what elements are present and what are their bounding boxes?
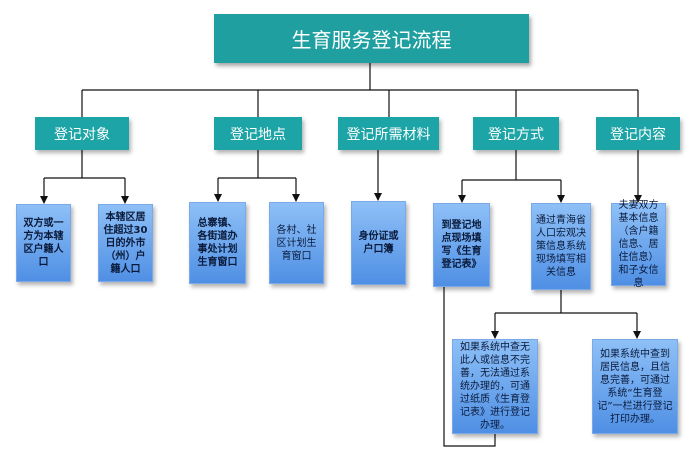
content-family-info: 夫妻双方基本信息（含户籍信息、居住信息）和子女信息: [611, 200, 666, 289]
material-id-or-hukou: 身份证或户口簿: [351, 201, 406, 285]
category-registration-location: 登记地点: [214, 117, 302, 150]
category-registration-subject: 登记对象: [35, 117, 129, 150]
category-registration-method: 登记方式: [473, 117, 559, 150]
system-not-found-note: 如果系统中查无此人或信息不完善，无法通过系统办理的，可通过纸质《生育登记表》进行…: [452, 339, 538, 434]
page-title: 生育服务登记流程: [214, 14, 529, 63]
method-online-system: 通过青海省人口宏观决策信息系统现场填写相关信息: [531, 203, 591, 290]
subject-local-residents: 双方或一方为本辖区户籍人口: [16, 204, 71, 282]
system-found-note: 如果系统中查到居民信息，且信息完善，可通过系统“生育登记”一栏进行登记打印办理。: [592, 339, 678, 434]
subject-nonlocal-residents: 本辖区居住超过30日的外市（州）户籍人口: [98, 204, 153, 282]
method-paper-form: 到登记地点现场填写《生育登记表》: [433, 203, 490, 287]
category-required-materials: 登记所需材料: [338, 117, 439, 150]
category-registration-content: 登记内容: [596, 117, 680, 150]
location-village-community-window: 各村、社区计划生育窗口: [269, 202, 324, 284]
location-town-street-window: 总寨镇、各街道办事处计划生育窗口: [189, 202, 246, 284]
